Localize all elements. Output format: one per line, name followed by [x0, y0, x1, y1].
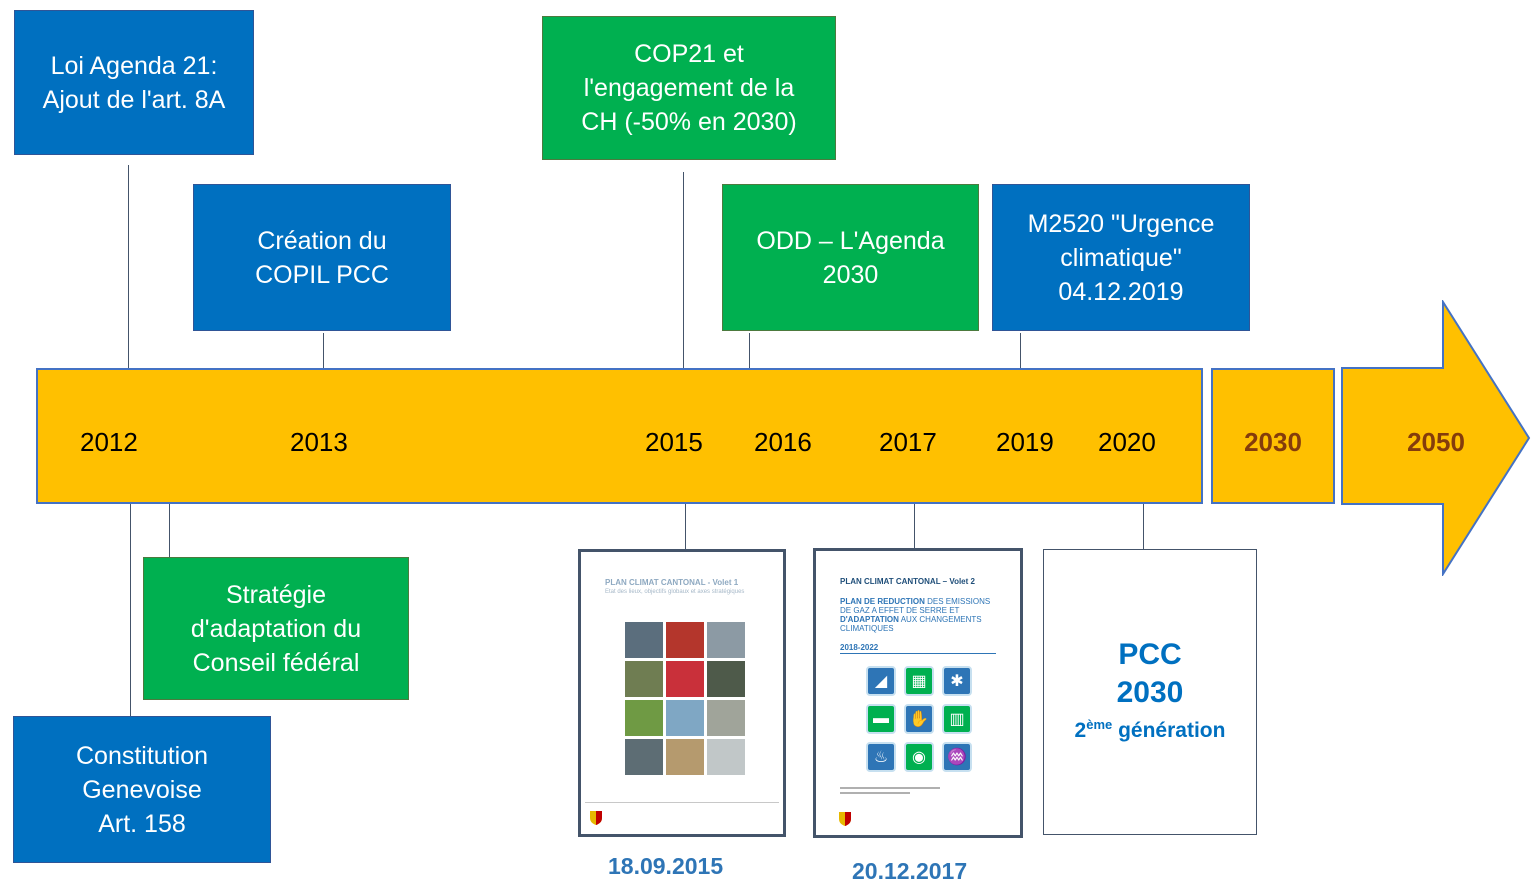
- buildings-icon: ▥: [942, 704, 972, 734]
- water-icon: ♒: [942, 742, 972, 772]
- connector-line: [1143, 502, 1144, 550]
- geneva-emblem: [590, 811, 602, 825]
- timeline-bar: [36, 368, 1203, 504]
- geneva-emblem: [839, 812, 851, 826]
- doc-title: PLAN CLIMAT CANTONAL - Volet 1: [605, 578, 739, 587]
- connector-line: [130, 502, 131, 717]
- connector-line: [914, 502, 915, 550]
- photo-thumbnail: [666, 700, 704, 736]
- connector-line: [169, 502, 170, 557]
- food-icon: ◉: [904, 742, 934, 772]
- photo-thumbnail: [666, 661, 704, 697]
- event-loi-agenda21: Loi Agenda 21:Ajout de l'art. 8A: [14, 10, 254, 155]
- transport-icon: ▬: [866, 704, 896, 734]
- pcc-label: PCC: [1118, 638, 1182, 671]
- photo-thumbnail: [625, 622, 663, 658]
- photo-thumbnail: [707, 739, 745, 775]
- doc-title: PLAN CLIMAT CANTONAL – Volet 2: [840, 577, 975, 586]
- photo-thumbnail: [666, 622, 704, 658]
- photo-thumbnail: [666, 739, 704, 775]
- doc-period: 2018-2022: [840, 643, 879, 652]
- photo-thumbnail: [707, 661, 745, 697]
- doc-subtitle: PLAN DE REDUCTION DES EMISSIONS DE GAZ A…: [840, 597, 991, 633]
- year-label-future: 2030: [1244, 427, 1302, 457]
- document-cover-volet2: PLAN CLIMAT CANTONAL – Volet 2 PLAN DE R…: [813, 548, 1023, 838]
- connector-line: [749, 333, 750, 368]
- connector-line: [128, 165, 129, 368]
- year-label: 2016: [754, 427, 812, 457]
- photo-thumbnail: [625, 700, 663, 736]
- pcc-year: 2030: [1116, 676, 1184, 709]
- theme-icon-grid: ◢ ▦ ✱ ▬ ✋ ▥ ♨ ◉ ♒: [866, 666, 972, 772]
- photo-thumbnail: [625, 739, 663, 775]
- year-label: 2015: [645, 427, 703, 457]
- biodiversity-icon: ✱: [942, 666, 972, 696]
- health-icon: ✋: [904, 704, 934, 734]
- agriculture-icon: ▦: [904, 666, 934, 696]
- photo-grid: [625, 622, 745, 775]
- timeline-bar-2030: [1211, 368, 1335, 504]
- timeline-arrow-2050: [1341, 300, 1531, 576]
- doc-date: 20.12.2017: [852, 858, 968, 884]
- temperature-icon: ♨: [866, 742, 896, 772]
- mobility-icon: ◢: [866, 666, 896, 696]
- doc-date: 18.09.2015: [608, 853, 724, 879]
- photo-thumbnail: [707, 622, 745, 658]
- connector-line: [1020, 333, 1021, 368]
- year-label: 2012: [80, 427, 138, 457]
- year-label: 2017: [879, 427, 937, 457]
- doc-subtitle: Etat des lieux, objectifs globaux et axe…: [605, 589, 745, 595]
- connector-line: [323, 333, 324, 368]
- photo-thumbnail: [625, 661, 663, 697]
- pcc-generation: 2ème génération: [1074, 717, 1226, 742]
- doc-footer-lines: [840, 787, 940, 794]
- document-cover-volet1: PLAN CLIMAT CANTONAL - Volet 1 Etat des …: [578, 549, 786, 837]
- year-label: 2013: [290, 427, 348, 457]
- year-label: 2019: [996, 427, 1054, 457]
- connector-line: [685, 502, 686, 550]
- pcc2030-box: PCC 2030 2ème génération: [1043, 549, 1257, 835]
- event-label: Loi Agenda 21:Ajout de l'art. 8A: [42, 51, 226, 114]
- photo-thumbnail: [707, 700, 745, 736]
- year-label-future: 2050: [1407, 427, 1465, 457]
- doc-title-rule: [840, 653, 996, 654]
- doc-footer-rule: [585, 802, 779, 803]
- connector-line: [683, 172, 684, 372]
- year-label: 2020: [1098, 427, 1156, 457]
